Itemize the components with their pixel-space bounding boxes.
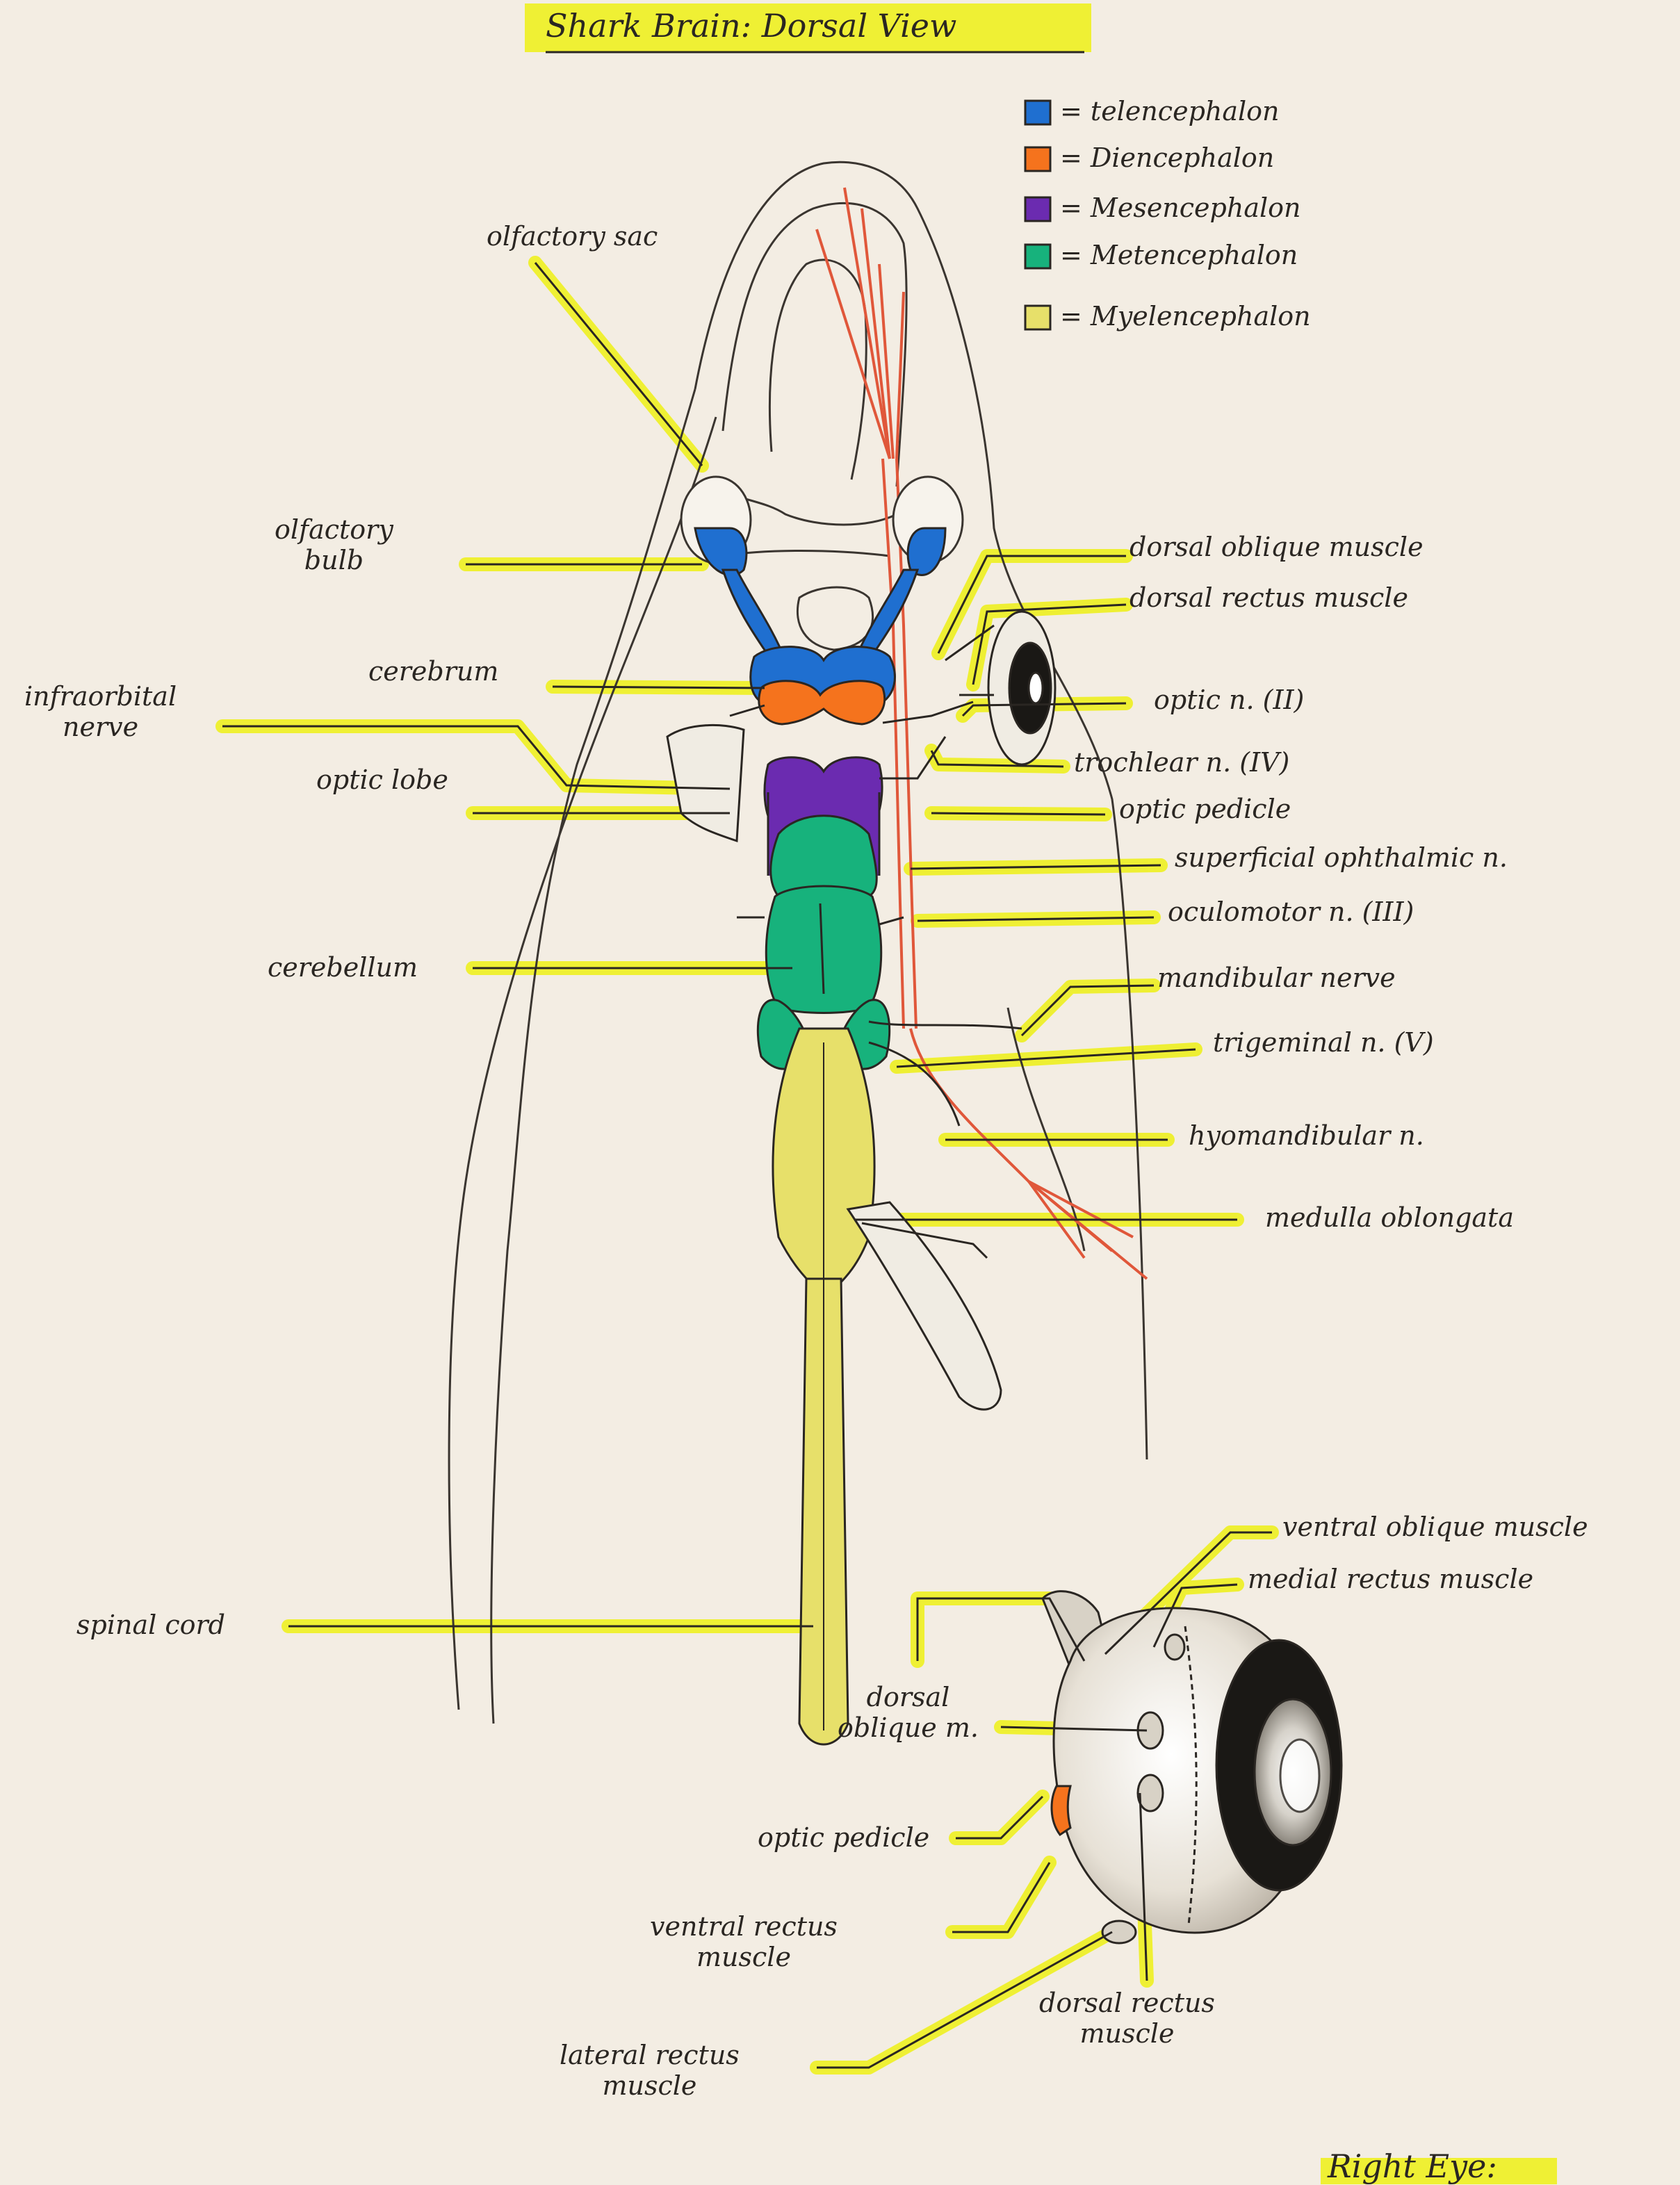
- label-dorsal-oblique-muscle: dorsal oblique muscle: [1129, 532, 1424, 562]
- legend-text-myelencephalon: = Myelencephalon: [1060, 301, 1311, 332]
- label-eye-lateral-rectus-muscle: lateral rectus muscle: [560, 2040, 740, 2101]
- label-eye-ventral-oblique-muscle: ventral oblique muscle: [1282, 1512, 1588, 1542]
- label-eye-dorsal-rectus-muscle: dorsal rectus muscle: [1039, 1988, 1215, 2049]
- label-superficial-ophthalmic-n: superficial ophthalmic n.: [1175, 842, 1508, 873]
- highlighter-leaders: [215, 3, 1557, 2184]
- label-eye-optic-pedicle: optic pedicle: [758, 1822, 930, 1853]
- legend-swatch-metencephalon: [1024, 243, 1052, 270]
- head-eye-drawing: [945, 610, 1057, 766]
- label-eye-medial-rectus-muscle: medial rectus muscle: [1248, 1564, 1534, 1594]
- legend-text-metencephalon: = Metencephalon: [1060, 240, 1298, 270]
- label-optic-n: optic n. (II): [1154, 685, 1305, 715]
- label-mandibular-nerve: mandibular nerve: [1157, 963, 1396, 993]
- label-trigeminal-n: trigeminal n. (V): [1213, 1027, 1434, 1058]
- brain-drawing: [694, 527, 947, 1746]
- label-trochlear-n: trochlear n. (IV): [1074, 747, 1290, 778]
- diagram-title: Shark Brain: Dorsal View: [546, 7, 957, 44]
- label-oculomotor-n: oculomotor n. (III): [1168, 897, 1414, 927]
- legend-text-telencephalon: = telencephalon: [1060, 96, 1280, 126]
- label-medulla-oblongata: medulla oblongata: [1265, 1202, 1514, 1233]
- label-olfactory-sac: olfactory sac: [487, 221, 658, 252]
- label-cerebrum: cerebrum: [368, 656, 499, 687]
- label-eye-dorsal-oblique-m: dorsal oblique m.: [838, 1682, 979, 1743]
- label-infraorbital-nerve: infraorbital nerve: [24, 681, 177, 742]
- legend-swatch-myelencephalon: [1024, 304, 1052, 331]
- legend-swatch-mesencephalon: [1024, 196, 1052, 222]
- legend-swatch-telencephalon: [1024, 99, 1052, 126]
- label-spinal-cord: spinal cord: [76, 1610, 225, 1640]
- label-optic-pedicle: optic pedicle: [1119, 794, 1291, 824]
- cranial-nerves-drawing: [666, 701, 1022, 1411]
- legend-swatches: [1024, 99, 1052, 331]
- label-cerebellum: cerebellum: [268, 952, 418, 983]
- legend-text-mesencephalon: = Mesencephalon: [1060, 193, 1301, 223]
- label-hyomandibular-n: hyomandibular n.: [1189, 1120, 1424, 1151]
- legend-text-diencephalon: = Diencephalon: [1060, 142, 1275, 173]
- pencil-leaders: [222, 51, 1272, 2069]
- label-optic-lobe: optic lobe: [316, 764, 448, 795]
- label-olfactory-bulb: olfactory bulb: [275, 514, 393, 575]
- label-dorsal-rectus-muscle: dorsal rectus muscle: [1129, 582, 1408, 613]
- right-eye-drawing: [1041, 1590, 1343, 1945]
- legend-swatch-diencephalon: [1024, 146, 1052, 172]
- label-eye-ventral-rectus-muscle: ventral rectus muscle: [650, 1911, 838, 1972]
- right-eye-title: Right Eye:: [1328, 2147, 1497, 2185]
